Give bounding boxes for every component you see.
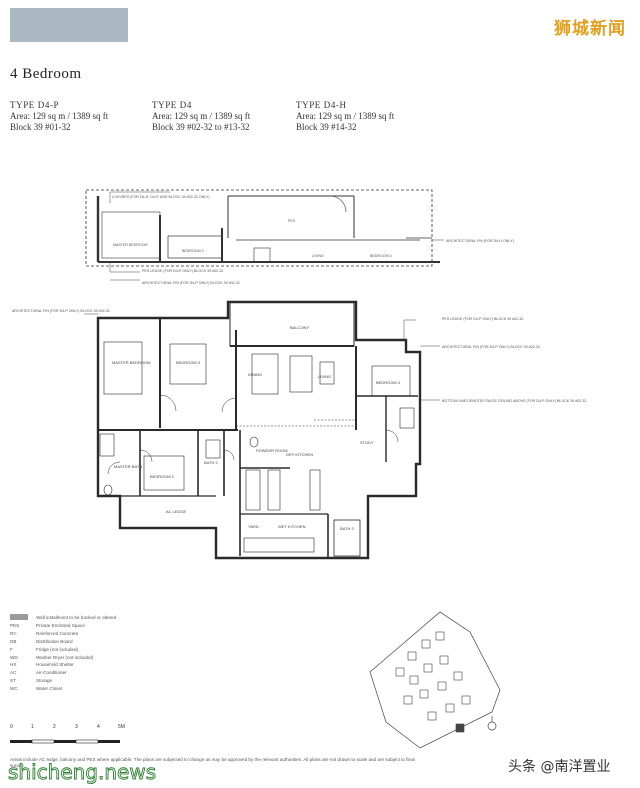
scale-bar: 0 1 2 3 4 5M xyxy=(10,724,140,751)
unit-type-d4h: TYPE D4-H Area: 129 sq m / 1389 sq ft Bl… xyxy=(296,100,394,133)
scale-label: 3 xyxy=(75,724,78,730)
developer-logo xyxy=(10,8,128,42)
annotation-arch-fin-mid: ARCHITECTURAL FIN (FOR D4-P ONLY) BLOCK … xyxy=(142,281,240,285)
unit-area: Area: 129 sq m / 1389 sq ft xyxy=(152,111,251,121)
scale-label: 4 xyxy=(97,724,100,730)
unit-area: Area: 129 sq m / 1389 sq ft xyxy=(10,111,109,121)
unit-type-name: TYPE D4 xyxy=(152,100,192,110)
room-label-bath-2: BATH 2 xyxy=(204,460,218,465)
annotation-leaders xyxy=(84,191,444,401)
annotation-louvres: LOUVRES (FOR D4-H, D4-P, AND BLOCK 39 #0… xyxy=(112,195,210,199)
room-label-bedroom-3: BEDROOM 3 xyxy=(176,360,201,365)
room-label-bedroom-2: BEDROOM 2 xyxy=(150,474,175,479)
unit-block: Block 39 #01-32 xyxy=(10,122,71,132)
annotation-arch-fin-right: ARCHITECTURAL FIN (FOR D4-P ONLY) BLOCK … xyxy=(442,345,540,349)
annotation-pes-ledge-right: PES LEDGE (FOR D4-P ONLY) BLOCK 39 #02-3… xyxy=(442,317,523,321)
room-label-dining: DINING xyxy=(248,372,262,377)
room-label-living-upper: LIVING xyxy=(312,254,324,258)
main-plan xyxy=(96,300,422,560)
watermark-top-right: 狮城新闻 xyxy=(554,19,626,39)
watermark-bottom-right: 头条 @南洋置业 xyxy=(508,759,611,775)
room-label-wet-kitchen: WET KITCHEN xyxy=(278,524,306,529)
legend-wall-row: Wall installment to be hacked or altered xyxy=(10,614,116,622)
scale-label: 5M xyxy=(118,724,125,730)
room-label-study: STUDY xyxy=(360,440,374,445)
unit-area: Area: 129 sq m / 1389 sq ft xyxy=(296,111,395,121)
unit-block: Block 39 #02-32 to #13-32 xyxy=(152,122,250,132)
scale-label: 0 xyxy=(10,724,13,730)
scale-bar-graphic xyxy=(10,739,120,744)
room-label-bedroom-4-upper: BEDROOM 4 xyxy=(370,254,392,258)
room-label-balcony: BALCONY xyxy=(290,325,309,330)
room-label-living: LIVING xyxy=(318,374,331,379)
unit-type-d4p: TYPE D4-P Area: 129 sq m / 1389 sq ft Bl… xyxy=(10,100,108,133)
room-label-bedroom-4: BEDROOM 4 xyxy=(376,380,401,385)
upper-plan xyxy=(85,189,440,267)
room-label-dry-kitchen: DRY KITCHEN xyxy=(286,452,313,457)
main-plan-labels: BALCONY DINING LIVING MASTER BEDROOM BED… xyxy=(112,325,401,531)
room-label-bath-3: BATH 3 xyxy=(340,526,354,531)
key-plan xyxy=(369,611,501,749)
unit-type-name: TYPE D4-P xyxy=(10,100,60,110)
legend-wall-note: Wall installment to be hacked or altered xyxy=(36,615,117,620)
scale-label: 2 xyxy=(53,724,56,730)
page-title: 4 Bedroom xyxy=(10,66,82,82)
scale-label: 1 xyxy=(31,724,34,730)
room-label-bedroom-2-upper: BEDROOM 2 xyxy=(182,249,204,253)
key-plan-blocks xyxy=(395,631,471,733)
room-label-powder-room: POWDER ROOM xyxy=(256,448,288,453)
room-label-pes: PES xyxy=(288,219,296,223)
room-label-ac-ledge: AC LEDGE xyxy=(166,509,187,514)
upper-plan-labels: PES MASTER BEDROOM BEDROOM 2 LIVING BEDR… xyxy=(113,219,392,258)
unit-type-d4: TYPE D4 Area: 129 sq m / 1389 sq ft Bloc… xyxy=(152,100,250,133)
legend-wall-swatch xyxy=(10,614,28,620)
annotation-arch-fin-top: ARCHITECTURAL FIN (FOR D4-H ONLY) xyxy=(446,239,514,243)
unit-block: Block 39 #14-32 xyxy=(296,122,357,132)
watermark-bottom-left: shicheng.news xyxy=(8,760,157,785)
unit-type-name: TYPE D4-H xyxy=(296,100,347,110)
legend: Wall installment to be hacked or altered… xyxy=(10,614,116,693)
annotation-pes-ledge: PES LEDGE (FOR D4-P ONLY) BLOCK 39 #02-3… xyxy=(142,269,223,273)
footnote: Areas include AC ledge, balcony and PES … xyxy=(10,757,415,768)
room-label-master-bedroom-upper: MASTER BEDROOM xyxy=(113,243,148,247)
annotations: LOUVRES (FOR D4-H, D4-P, AND BLOCK 39 #0… xyxy=(12,195,586,403)
room-label-master-bath: MASTER BATH xyxy=(114,464,142,469)
annotation-arch-fin-left: ARCHITECTURAL FIN (FOR D4-P ONLY) BLOCK … xyxy=(12,309,110,313)
room-label-master-bedroom: MASTER BEDROOM xyxy=(112,360,150,365)
room-label-yard: YARD xyxy=(248,524,259,529)
annotation-false-ceiling: BOTTOM LINE DENOTES FALSE CEILING ABOVE … xyxy=(442,399,586,403)
